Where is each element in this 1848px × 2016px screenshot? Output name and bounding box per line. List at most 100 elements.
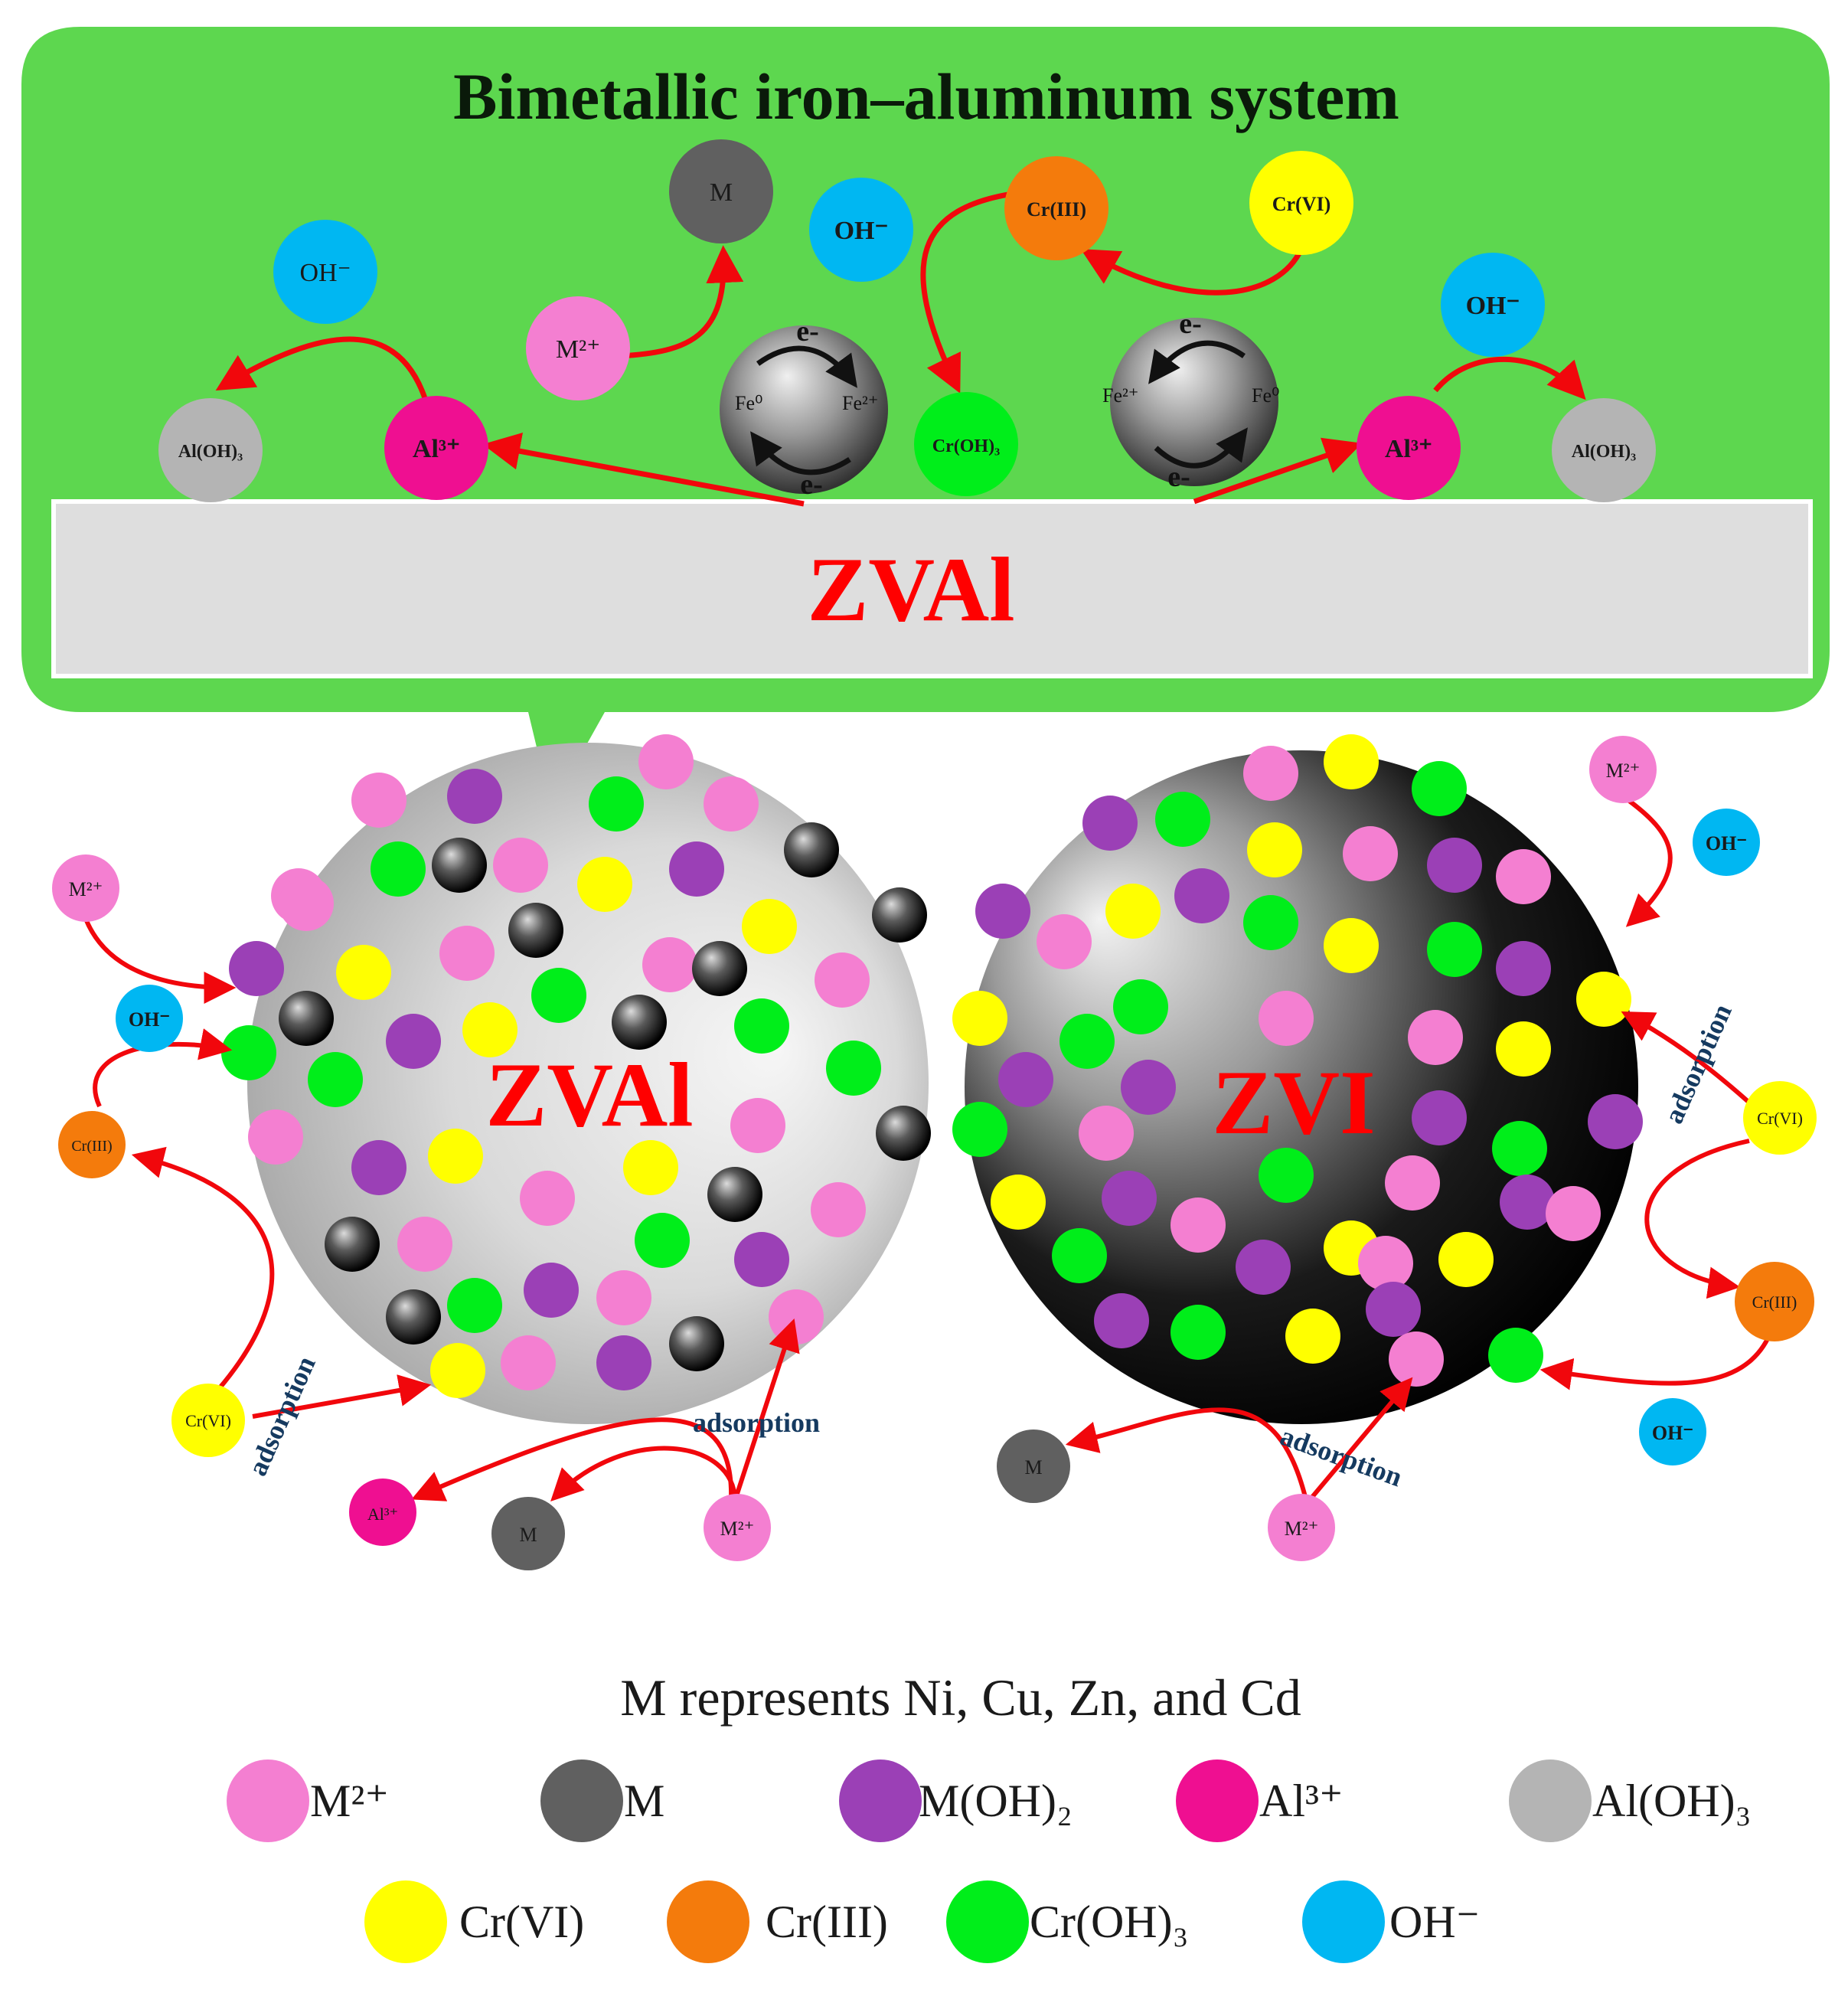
legend-swatch [364,1880,447,1963]
fe0-label-left: Fe⁰ [735,392,762,414]
species-criii-left-outer: Cr(III) [58,1111,126,1178]
electron-bottom-right: e- [1167,461,1190,493]
particle-moh2 [386,1014,441,1069]
svg-text:OH⁻: OH⁻ [1706,832,1747,854]
particle-m2 [1389,1331,1444,1387]
electron-bottom-left: e- [800,469,823,501]
svg-text:M²⁺: M²⁺ [1606,760,1641,782]
svg-text:Al³⁺: Al³⁺ [367,1505,398,1524]
particle-m2 [279,876,334,931]
zval-base-bar [51,499,1813,678]
particle-crvi [1105,884,1161,939]
electron-top-right: e- [1179,308,1202,340]
species-m-bottom-right: M [997,1429,1070,1503]
legend-swatch [1509,1760,1592,1842]
particle-moh2 [1094,1293,1149,1348]
particle-crvi [1285,1309,1340,1364]
particle-moh2 [1174,868,1229,923]
particle-ball [707,1167,762,1222]
iron-sphere-right: Fe²⁺ Fe⁰ e- e- [1102,308,1279,493]
zvi-particle-label: ZVI [1212,1051,1375,1153]
top-arrows [215,190,1586,507]
particle-m2 [1546,1186,1601,1241]
species-oh-top-right: OH⁻ [1441,253,1545,357]
particle-ball [692,941,747,996]
svg-text:M: M [1024,1456,1042,1479]
particle-crvi [952,991,1007,1046]
particle-croh3 [221,1025,276,1080]
legend-item-m: M [540,1760,664,1842]
particle-moh2 [229,941,284,996]
particle-crvi [1438,1232,1494,1287]
particle-m2 [1079,1106,1134,1161]
particle-m2 [1259,991,1314,1046]
legend-swatch [1302,1880,1385,1963]
particle-m2 [815,952,870,1008]
species-aloh3-top-right: Al(OH)₃ [1552,398,1656,502]
svg-text:Al(OH)₃: Al(OH)₃ [1572,442,1637,462]
legend-swatch [946,1880,1029,1963]
legend-label: OH⁻ [1389,1897,1480,1947]
species-circles-top: M OH⁻ M²⁺ Al(OH)₃ Al³⁺ OH⁻ Cr(III) Cr(VI… [158,139,1656,502]
species-m2-top: M²⁺ [526,296,630,400]
species-m2-right-outer: M²⁺ [1589,736,1657,803]
particle-ball [669,1316,724,1371]
particle-ball [508,903,563,958]
svg-text:Al(OH)₃: Al(OH)₃ [178,442,243,462]
particle-m2 [642,937,697,992]
zval-dots [221,734,931,1398]
particle-croh3 [531,968,586,1023]
svg-text:Cr(III): Cr(III) [1027,198,1086,221]
species-crvi-left-outer: Cr(VI) [171,1384,245,1457]
species-m-bottom-left: M [491,1497,565,1570]
particle-croh3 [1259,1148,1314,1203]
legend-item-moh2: M(OH)₂ [839,1760,1073,1842]
species-crvi-top: Cr(VI) [1249,151,1353,255]
svg-text:M: M [519,1524,537,1546]
particle-moh2 [1121,1060,1176,1115]
particle-moh2 [975,884,1030,939]
particle-crvi [1247,822,1302,877]
svg-text:OH⁻: OH⁻ [1652,1422,1693,1444]
particle-croh3 [1052,1228,1107,1283]
species-croh3-top: Cr(OH)₃ [914,392,1018,496]
particle-ball [432,838,487,893]
particle-moh2 [1366,1282,1421,1337]
svg-text:Cr(VI): Cr(VI) [1757,1109,1803,1128]
particle-crvi [1496,1021,1551,1077]
legend-swatch [227,1760,309,1842]
particle-croh3 [1412,761,1467,816]
legend-swatch [1176,1760,1259,1842]
particle-m2 [769,1289,824,1345]
legend-label: Cr(OH)₃ [1030,1897,1189,1947]
particle-moh2 [351,1140,406,1195]
svg-text:OH⁻: OH⁻ [299,259,351,287]
particle-m2 [811,1182,866,1237]
particle-ball [784,822,839,877]
particle-crvi [623,1140,678,1195]
particle-moh2 [669,841,724,897]
particle-crvi [1576,972,1631,1027]
particle-m2 [493,838,548,893]
particle-moh2 [1412,1090,1467,1145]
particle-croh3 [635,1213,690,1268]
legend-item-aloh3: Al(OH)₃ [1509,1760,1752,1842]
particle-crvi [462,1002,518,1057]
particle-croh3 [1492,1121,1547,1176]
particle-m2 [1171,1198,1226,1253]
svg-text:OH⁻: OH⁻ [129,1008,170,1031]
legend-label: Al³⁺ [1259,1776,1344,1826]
species-oh-top-mid: OH⁻ [809,178,913,282]
particle-m2 [1496,849,1551,904]
legend-label: M(OH)₂ [919,1776,1073,1826]
particle-ball [612,995,667,1050]
particle-crvi [991,1175,1046,1230]
species-crvi-right-outer: Cr(VI) [1743,1081,1817,1155]
species-oh-top-left: OH⁻ [273,220,377,324]
particle-m2 [1243,746,1298,801]
particle-ball [279,991,334,1046]
particle-m2 [596,1270,651,1325]
svg-text:M²⁺: M²⁺ [720,1518,755,1540]
particle-m2 [1385,1155,1440,1211]
